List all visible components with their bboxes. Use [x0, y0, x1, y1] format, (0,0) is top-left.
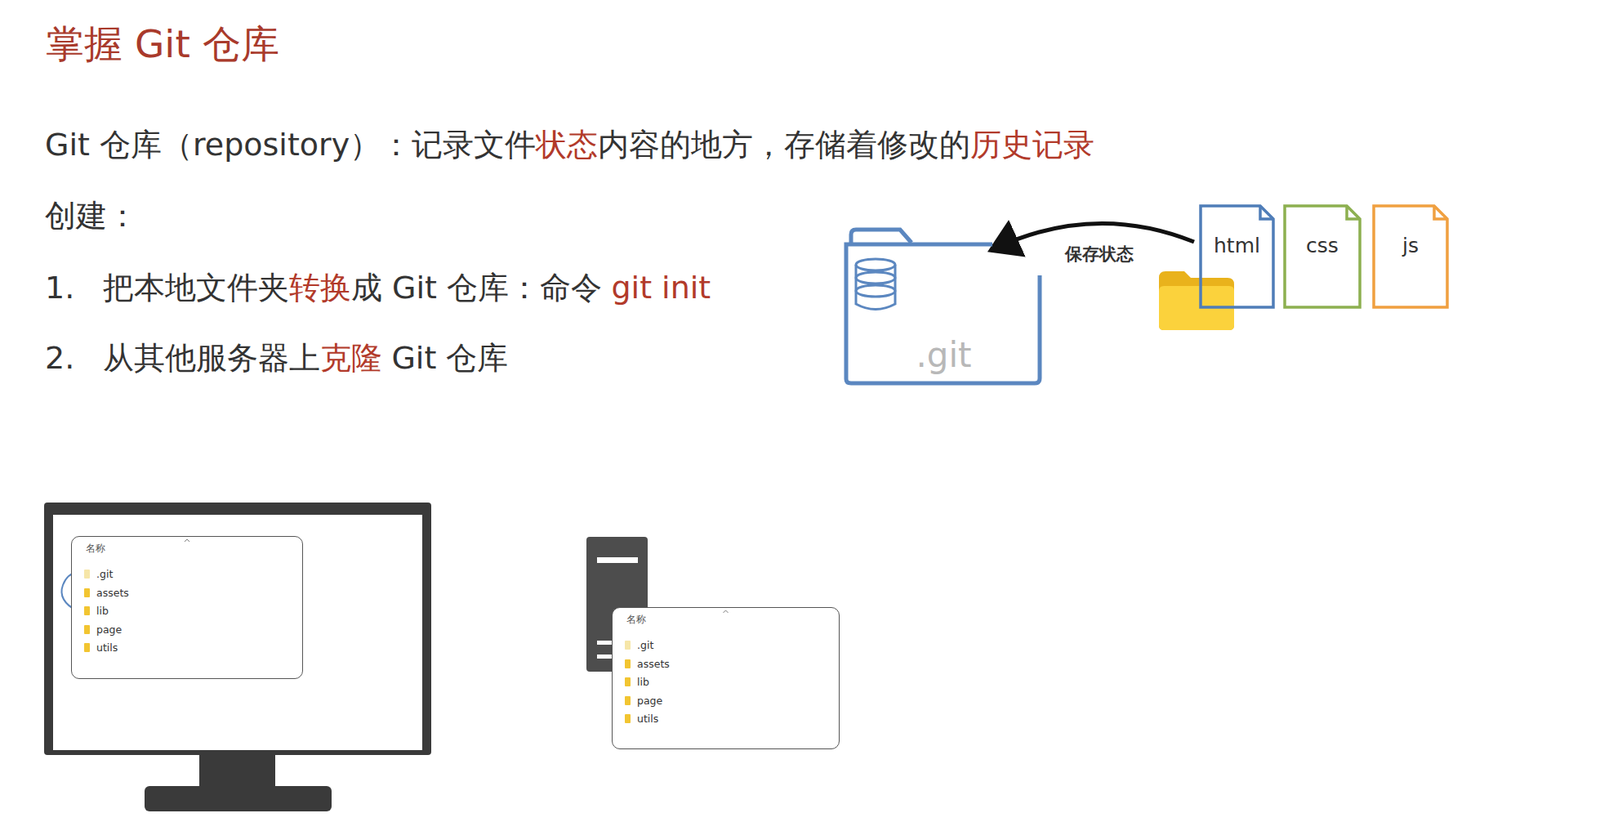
edge-label: 保存状态	[1062, 243, 1137, 265]
text-line: 2.	[44, 338, 75, 378]
monitor-frame	[44, 502, 432, 755]
highlight-text: git init	[610, 269, 711, 306]
folder-item: .git	[96, 567, 113, 581]
file-fold	[1346, 205, 1360, 219]
folder-item: assets	[96, 586, 130, 600]
monitor-base	[144, 785, 332, 812]
server-bar	[597, 654, 614, 659]
file-icon: html	[1198, 204, 1275, 309]
folder-item: page	[637, 694, 663, 708]
body-text: Git 仓库	[391, 339, 509, 376]
folder-item: utils	[96, 641, 118, 655]
file-border	[1200, 205, 1274, 308]
folder-item: lib	[96, 604, 109, 618]
body-text: 1.	[44, 269, 75, 306]
slide-title: 掌握 Git 仓库	[45, 19, 280, 69]
body-text: Git 仓库（repository）：记录文件	[44, 126, 536, 163]
folder-back	[1158, 271, 1235, 330]
column-header: 名称	[85, 541, 106, 556]
body-text: 创建：	[44, 197, 139, 234]
highlight-text: 状态	[535, 126, 598, 163]
file-fold	[1260, 205, 1274, 219]
explorer-window: 名称 .git assets lib page utils	[611, 606, 840, 749]
file-border	[1373, 205, 1448, 308]
text-line: 1.	[44, 267, 75, 308]
body-text: 2.	[44, 339, 75, 376]
body-text: 成 Git 仓库：命令	[351, 269, 602, 306]
body-text: 内容的地方，存储着修改的	[597, 126, 971, 163]
text-line: 把本地文件夹转换成 Git 仓库：命令git init	[102, 267, 711, 308]
server-bar	[597, 557, 638, 563]
folder-item: lib	[637, 675, 650, 689]
db-ring	[855, 258, 896, 271]
folder-item: page	[96, 623, 122, 637]
db-body	[855, 264, 896, 310]
highlight-text: 转换	[289, 269, 352, 306]
body-text: 从其他服务器上	[102, 339, 321, 376]
db-ring	[855, 285, 896, 297]
file-icon: js	[1372, 204, 1449, 309]
monitor-neck	[199, 753, 276, 788]
repo-name: .git	[915, 334, 972, 376]
sort-caret	[723, 610, 729, 613]
db-ring	[855, 271, 896, 284]
monitor-screen	[53, 514, 423, 750]
explorer-window: 名称 .git assets lib page utils	[71, 535, 304, 679]
text-line: Git 仓库（repository）：记录文件状态内容的地方，存储着修改的历史记…	[44, 124, 1095, 165]
file-border	[1284, 205, 1360, 308]
folder-item: .git	[637, 638, 654, 652]
file-fold	[1434, 205, 1448, 219]
highlight-text: 克隆	[320, 339, 383, 376]
column-header: 名称	[626, 612, 647, 627]
text-line: 创建：	[44, 196, 139, 236]
file-type: js	[1402, 233, 1419, 259]
folder-item: utils	[637, 712, 659, 726]
file-type: css	[1305, 233, 1339, 259]
folder-item: assets	[637, 657, 670, 671]
repo-folder: .git	[841, 226, 1043, 386]
highlight-text: 历史记录	[970, 126, 1095, 163]
body-text: 把本地文件夹	[102, 269, 290, 306]
sort-caret	[184, 539, 190, 542]
text-line: 从其他服务器上克隆Git 仓库	[102, 338, 509, 378]
file-icon: css	[1283, 204, 1362, 309]
repo-tab	[851, 229, 912, 245]
file-type: html	[1213, 233, 1261, 259]
repo-border	[846, 244, 1040, 384]
server-bar	[597, 640, 614, 645]
